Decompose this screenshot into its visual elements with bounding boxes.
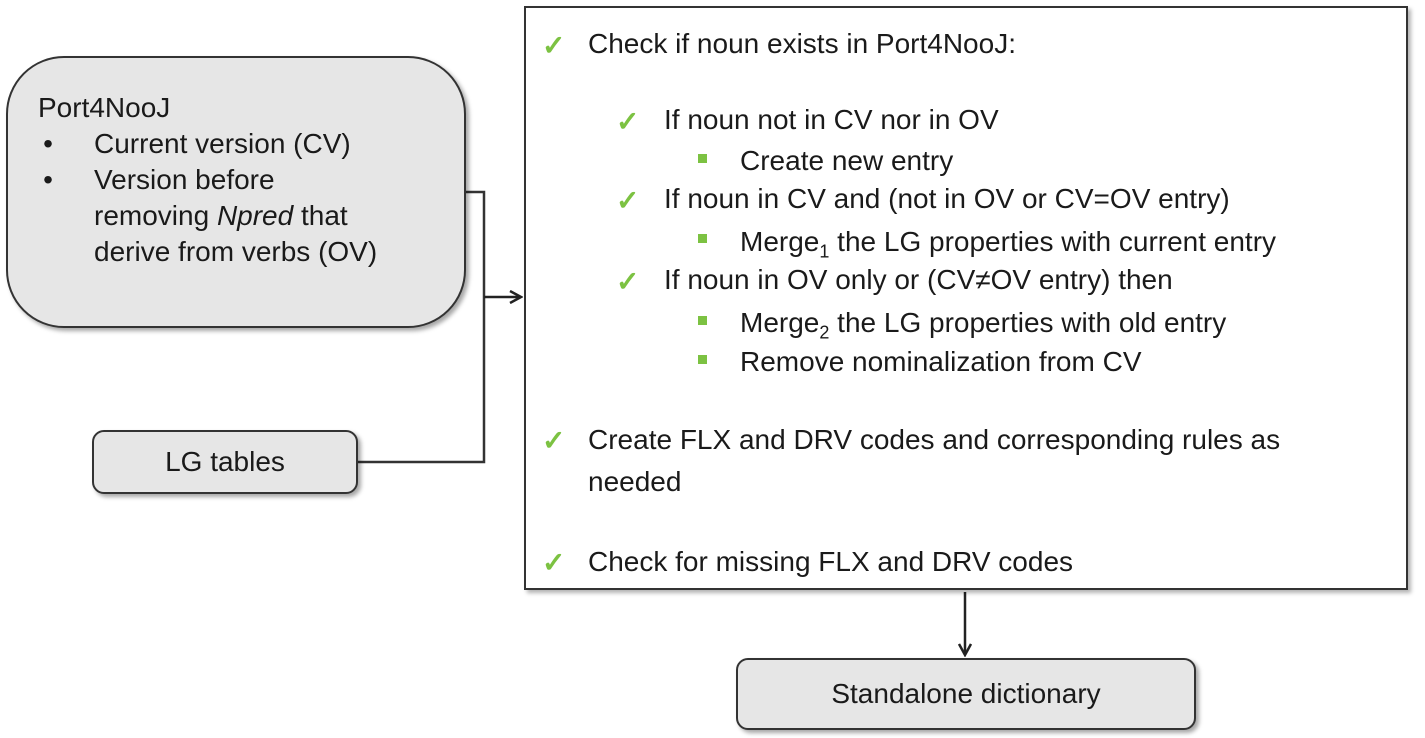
process-box: ✓ Check if noun exists in Port4NooJ: ✓ I… [524, 6, 1408, 590]
check-icon: ✓ [616, 185, 640, 216]
step-check-noun: Check if noun exists in Port4NooJ: [588, 28, 1016, 59]
check-icon: ✓ [616, 106, 640, 137]
action-create-entry: Create new entry [740, 145, 954, 176]
check-icon: ✓ [542, 425, 566, 456]
square-bullet-icon [698, 234, 707, 243]
square-bullet-icon [698, 316, 707, 325]
square-bullet-icon [698, 154, 707, 163]
cond-not-in-cv-ov: If noun not in CV nor in OV [664, 104, 999, 135]
lg-connector [358, 297, 486, 464]
port4nooj-title: Port4NooJ [38, 92, 171, 123]
bullet-old-version: • Version before removing Npred that der… [38, 162, 464, 270]
cond-in-cv: If noun in CV and (not in OV or CV=OV en… [664, 183, 1230, 214]
action-remove-nominalization: Remove nominalization from CV [740, 346, 1142, 377]
check-icon: ✓ [616, 266, 640, 297]
square-bullet-icon [698, 355, 707, 364]
port4nooj-bullets: • Current version (CV) • Version before … [38, 126, 464, 270]
check-icon: ✓ [542, 30, 566, 61]
action-merge1: Merge1 the LG properties with current en… [740, 226, 1277, 262]
action-merge2: Merge2 the LG properties with old entry [740, 307, 1227, 343]
standalone-dictionary-label: Standalone dictionary [831, 678, 1101, 709]
check-icon: ✓ [542, 547, 566, 578]
bullet-dot-icon: • [43, 164, 53, 195]
step-create-codes-2: needed [588, 466, 682, 497]
step-check-missing: Check for missing FLX and DRV codes [588, 546, 1074, 577]
port-connector [466, 190, 486, 297]
npred-term: Npred [216, 200, 294, 231]
standalone-dictionary-box: Standalone dictionary [736, 658, 1196, 730]
bullet-dot-icon: • [43, 128, 53, 159]
cond-in-ov: If noun in OV only or (CV≠OV entry) then [664, 264, 1173, 295]
step-create-codes-1: Create FLX and DRV codes and correspondi… [588, 424, 1281, 455]
lg-tables-label: LG tables [165, 446, 285, 477]
bullet-current-version: • Current version (CV) [38, 126, 464, 162]
lg-tables-box: LG tables [92, 430, 358, 494]
port4nooj-box: Port4NooJ • Current version (CV) • Versi… [6, 56, 466, 328]
